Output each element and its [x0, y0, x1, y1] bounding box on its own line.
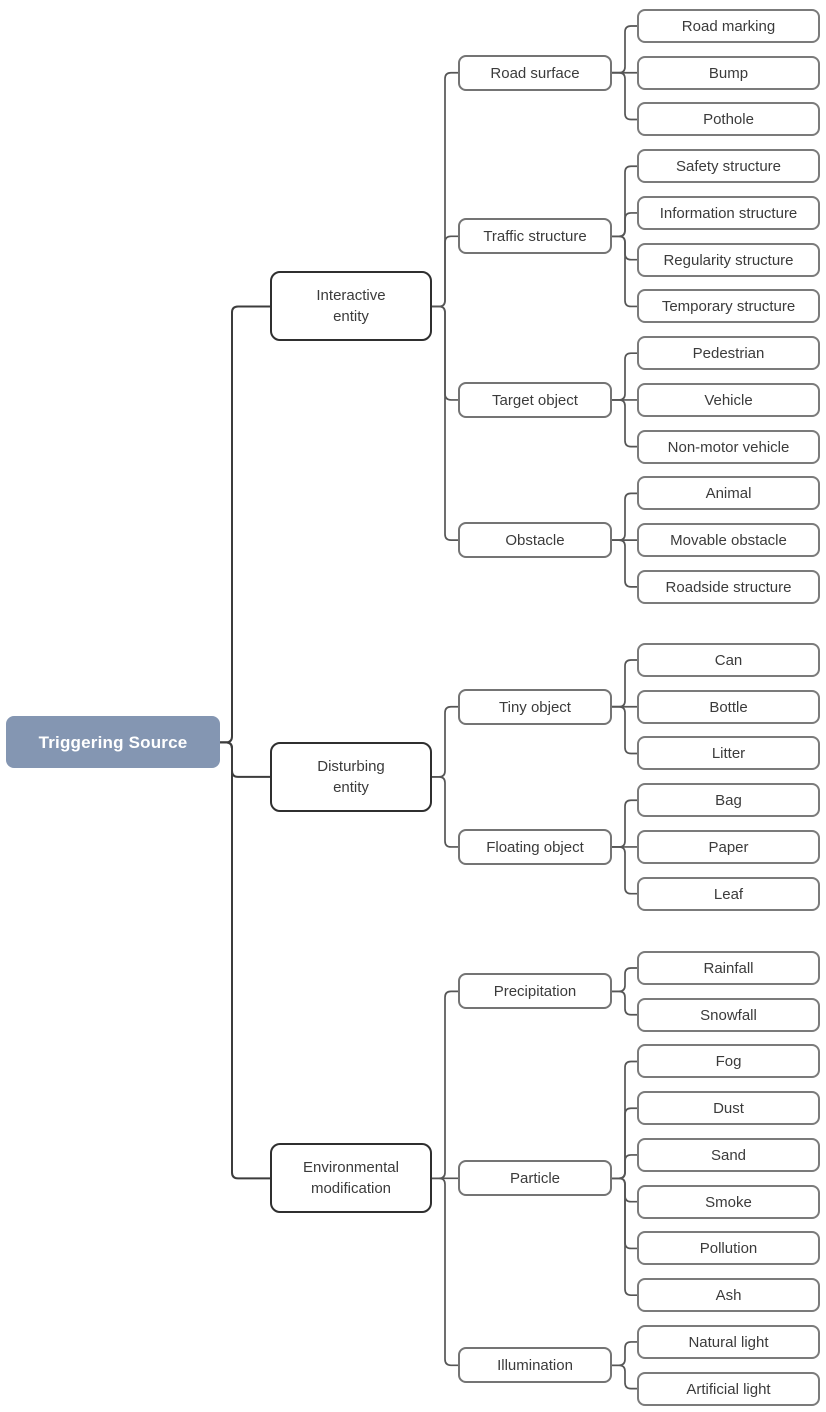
- connector: [220, 741, 270, 1180]
- node-safety-structure: Safety structure: [637, 149, 820, 183]
- connector: [612, 705, 637, 755]
- node-pedestrian: Pedestrian: [637, 336, 820, 370]
- node-artificial-light: Artificial light: [637, 1372, 820, 1406]
- connector: [612, 1154, 637, 1180]
- node-interactive-entity: Interactive entity: [270, 271, 432, 341]
- connector: [432, 776, 458, 848]
- connector: [432, 1177, 458, 1367]
- node-non-motor-vehicle: Non-motor vehicle: [637, 430, 820, 464]
- connector: [612, 492, 637, 541]
- node-tiny-object: Tiny object: [458, 689, 612, 725]
- node-illumination: Illumination: [458, 1347, 612, 1383]
- node-traffic-structure: Traffic structure: [458, 218, 612, 254]
- connector: [612, 967, 637, 993]
- node-leaf: Leaf: [637, 877, 820, 911]
- node-road-surface: Road surface: [458, 55, 612, 91]
- connector: [612, 399, 637, 448]
- connector: [432, 705, 458, 778]
- node-obstacle: Obstacle: [458, 522, 612, 558]
- node-paper: Paper: [637, 830, 820, 864]
- node-regularity-structure: Regularity structure: [637, 243, 820, 277]
- node-rainfall: Rainfall: [637, 951, 820, 985]
- connector: [612, 990, 637, 1016]
- node-dust: Dust: [637, 1091, 820, 1125]
- connector: [612, 539, 637, 588]
- connector: [612, 25, 637, 74]
- node-bump: Bump: [637, 56, 820, 90]
- node-fog: Fog: [637, 1044, 820, 1078]
- connector: [612, 659, 637, 708]
- node-movable-obstacle: Movable obstacle: [637, 523, 820, 557]
- connector: [612, 1364, 637, 1390]
- connector: [612, 352, 637, 401]
- node-sand: Sand: [637, 1138, 820, 1172]
- node-information-structure: Information structure: [637, 196, 820, 230]
- node-ash: Ash: [637, 1278, 820, 1312]
- node-pothole: Pothole: [637, 102, 820, 136]
- node-triggering-source: Triggering Source: [6, 716, 220, 768]
- connector: [612, 1341, 637, 1367]
- node-temporary-structure: Temporary structure: [637, 289, 820, 323]
- node-roadside-structure: Roadside structure: [637, 570, 820, 604]
- node-animal: Animal: [637, 476, 820, 510]
- node-pollution: Pollution: [637, 1231, 820, 1265]
- node-natural-light: Natural light: [637, 1325, 820, 1359]
- connector: [612, 235, 637, 308]
- connector: [612, 799, 637, 848]
- node-disturbing-entity: Disturbing entity: [270, 742, 432, 812]
- node-road-marking: Road marking: [637, 9, 820, 43]
- node-precipitation: Precipitation: [458, 973, 612, 1009]
- node-particle: Particle: [458, 1160, 612, 1196]
- connector: [612, 846, 637, 895]
- node-snowfall: Snowfall: [637, 998, 820, 1032]
- connector: [612, 212, 637, 238]
- connector: [612, 71, 637, 121]
- node-smoke: Smoke: [637, 1185, 820, 1219]
- node-environmental-modification: Environmental modification: [270, 1143, 432, 1213]
- connector: [432, 990, 458, 1180]
- connector: [432, 235, 458, 308]
- node-litter: Litter: [637, 736, 820, 770]
- node-vehicle: Vehicle: [637, 383, 820, 417]
- node-bottle: Bottle: [637, 690, 820, 724]
- node-bag: Bag: [637, 783, 820, 817]
- connector: [220, 305, 270, 744]
- connector: [220, 741, 270, 778]
- node-floating-object: Floating object: [458, 829, 612, 865]
- node-can: Can: [637, 643, 820, 677]
- connector: [612, 1177, 637, 1297]
- node-target-object: Target object: [458, 382, 612, 418]
- connector: [432, 305, 458, 541]
